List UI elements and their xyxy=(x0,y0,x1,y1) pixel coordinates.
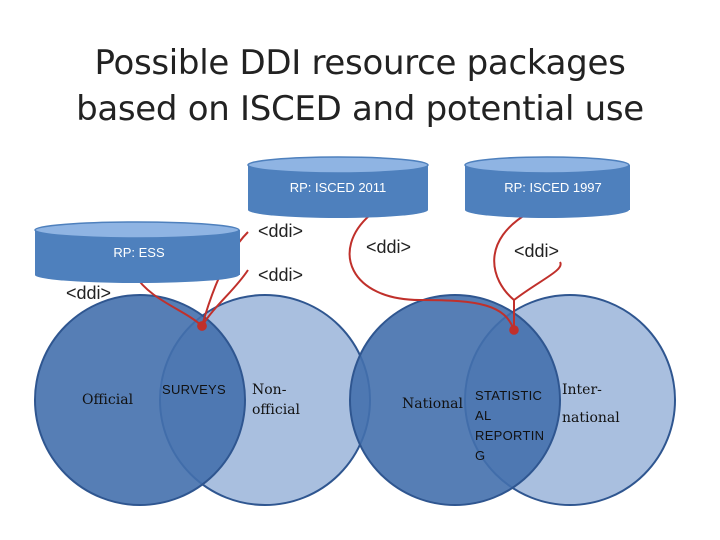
isced1997-label: RP: ISCED 1997 xyxy=(504,180,602,195)
venn-statistical-line-2: AL xyxy=(475,408,492,423)
ddi-label-isced2011-a: <ddi> xyxy=(258,221,303,241)
slide-title: Possible DDI resource packages based on … xyxy=(0,40,720,132)
venn-surveys-label: SURVEYS xyxy=(162,382,226,397)
venn-national-label: National xyxy=(402,396,463,412)
venn-international-label-1: Inter- xyxy=(562,382,602,398)
venn-nonofficial-label-1: Non- xyxy=(252,382,287,398)
ddi-label-isced2011-b: <ddi> xyxy=(258,265,303,285)
ddi-label-isced1997: <ddi> xyxy=(514,241,559,261)
ddi-label-ess: <ddi> xyxy=(66,283,111,303)
cylinder-isced2011: RP: ISCED 2011 xyxy=(247,156,429,218)
venn-national-circle xyxy=(349,294,561,506)
venn-right: National STATISTIC AL REPORTIN G Inter- … xyxy=(349,294,676,506)
venn-statistical-line-1: STATISTIC xyxy=(475,388,542,403)
venn-left: Official SURVEYS Non- official xyxy=(34,294,371,506)
connector-isced1997-to-right xyxy=(493,211,562,302)
ess-label: RP: ESS xyxy=(113,245,165,260)
venn-statistical-line-4: G xyxy=(475,448,485,463)
connector-isced2011-b-to-left xyxy=(201,269,249,327)
venn-official-label: Official xyxy=(82,392,134,408)
connector-isced2011-to-right xyxy=(348,214,519,335)
venn-surveys-circle xyxy=(34,294,246,506)
isced2011-label: RP: ISCED 2011 xyxy=(290,180,387,195)
ddi-label-isced2011-c: <ddi> xyxy=(366,237,411,257)
cylinder-ess: RP: ESS xyxy=(34,221,240,283)
title-line-1: Possible DDI resource packages xyxy=(94,43,626,83)
venn-nonofficial-label-2: official xyxy=(252,402,301,418)
cylinder-isced1997: RP: ISCED 1997 xyxy=(464,156,630,218)
venn-statistical-line-3: REPORTIN xyxy=(475,428,544,443)
venn-international-label-2: national xyxy=(562,410,620,426)
title-line-2: based on ISCED and potential use xyxy=(76,89,644,129)
